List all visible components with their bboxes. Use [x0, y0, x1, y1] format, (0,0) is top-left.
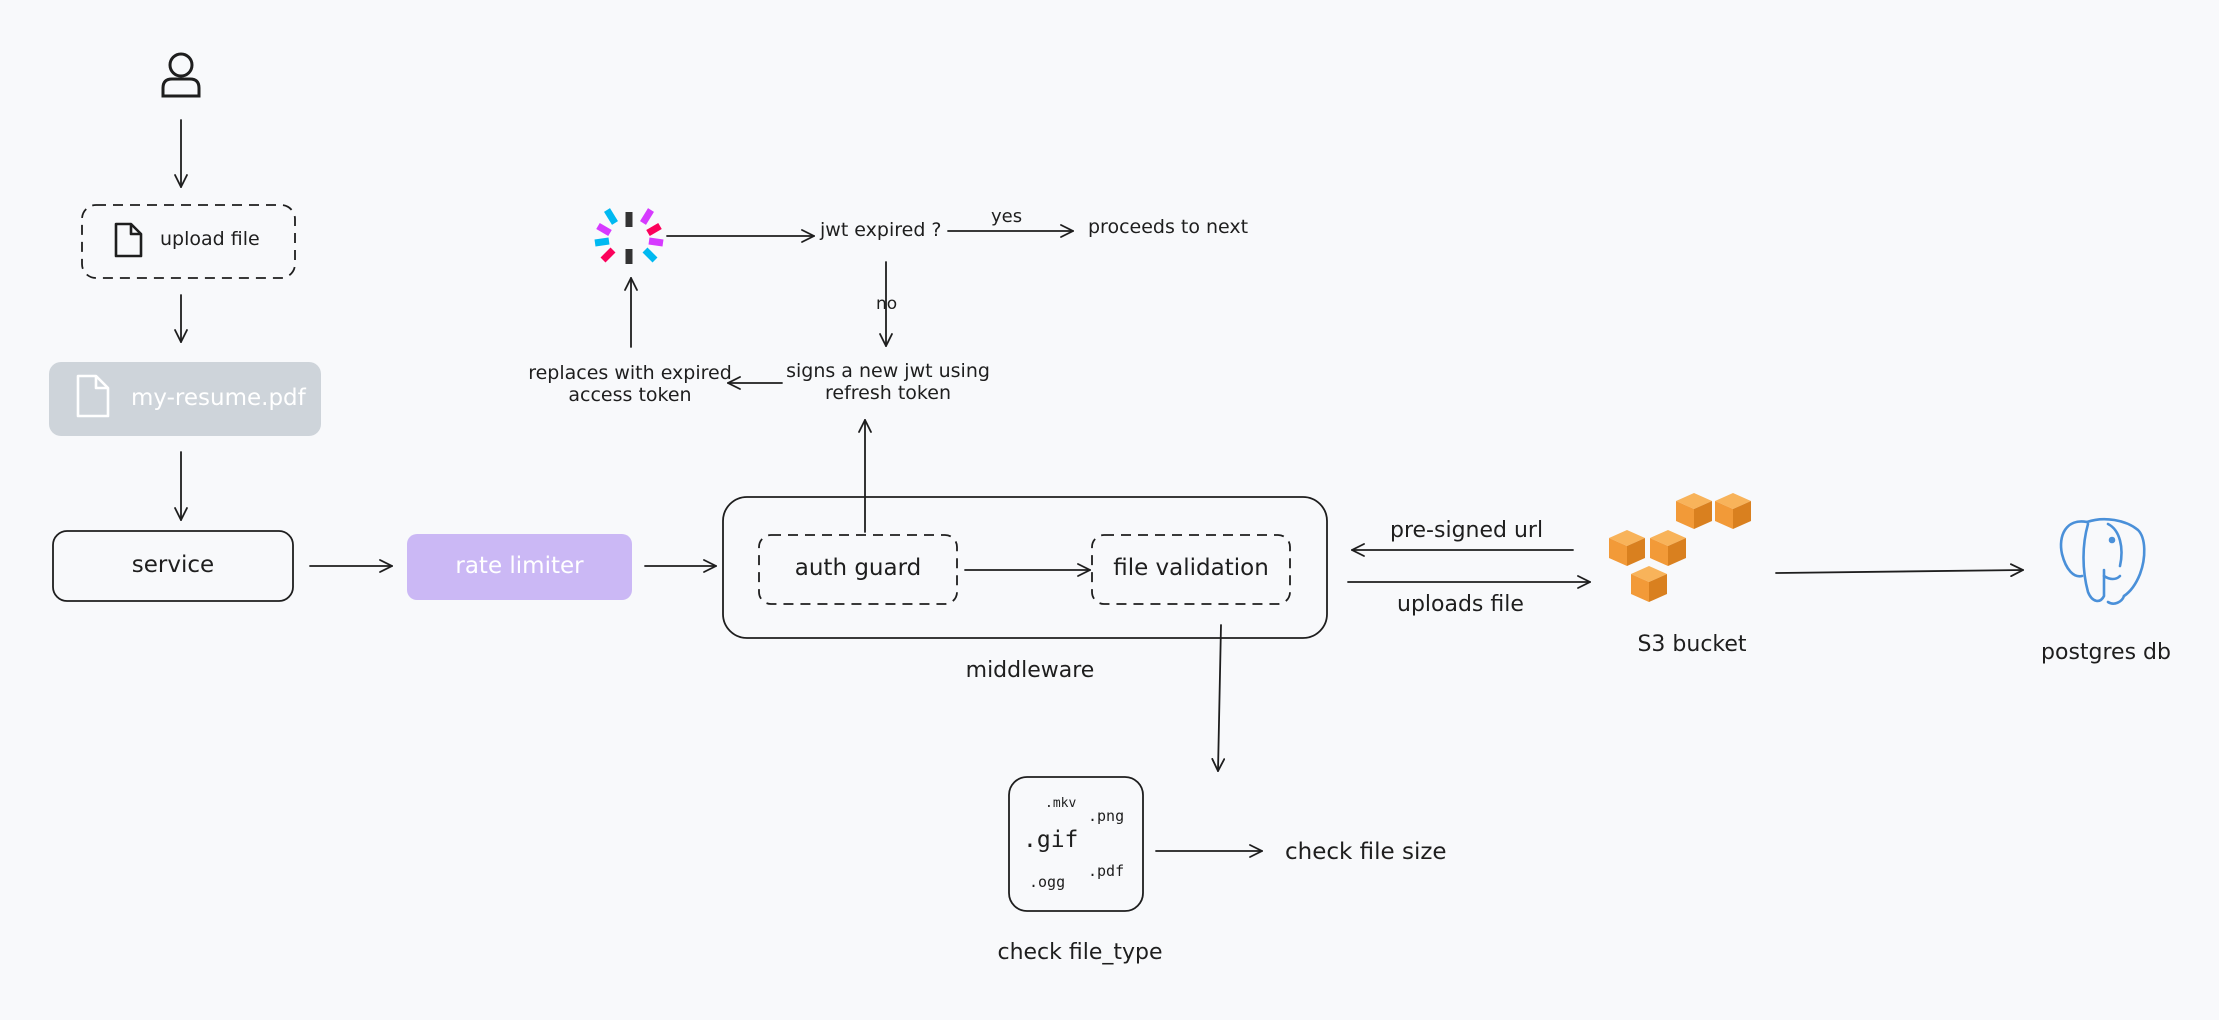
rate-limiter-label: rate limiter [455, 553, 584, 579]
file-validation-box[interactable] [1091, 534, 1291, 605]
document-icon [114, 222, 143, 258]
pre-signed-url-label: pre-signed url [1390, 518, 1544, 543]
uploads-file-label: uploads file [1397, 592, 1524, 617]
check-file-type-label: check file_type [997, 940, 1163, 965]
replaces-token-label-line2: access token [568, 384, 692, 406]
document-icon [76, 374, 110, 418]
jwt-expired-label: jwt expired ? [820, 219, 942, 241]
arrow-s3-postgres [1775, 570, 2023, 573]
connectors [181, 119, 2023, 851]
service-label: service [131, 552, 215, 578]
no-edge-label: no [876, 294, 898, 314]
service-box[interactable] [52, 530, 294, 602]
file-type-pdf: .pdf [1088, 862, 1125, 880]
middleware-label: middleware [965, 658, 1095, 683]
middleware-box[interactable] [722, 496, 1328, 639]
resume-file-box[interactable] [49, 362, 321, 436]
rate-limiter-box[interactable] [407, 534, 632, 600]
signs-jwt-label-line1: signs a new jwt using [786, 360, 990, 382]
signs-jwt-label-line2: refresh token [825, 382, 951, 404]
upload-file-box[interactable] [81, 204, 296, 279]
replaces-token-label-line1: replaces with expired [528, 362, 732, 384]
file-type-box[interactable] [1008, 776, 1144, 912]
auth-guard-label: auth guard [794, 555, 922, 581]
file-type-ogg: .ogg [1029, 873, 1066, 891]
s3-bucket-icon [1609, 493, 1751, 602]
file-type-png: .png [1088, 807, 1125, 825]
file-type-gif: .gif [1023, 827, 1079, 853]
jwt-logo-icon [594, 208, 664, 264]
upload-file-label: upload file [160, 228, 260, 250]
s3-bucket-label: S3 bucket [1637, 632, 1747, 657]
check-file-size-label: check file size [1285, 839, 1447, 865]
postgres-label: postgres db [2041, 640, 2171, 665]
resume-file-label: my-resume.pdf [131, 385, 306, 411]
user-icon [161, 52, 201, 98]
auth-guard-box[interactable] [758, 534, 958, 605]
postgres-icon [2059, 517, 2146, 605]
proceeds-label: proceeds to next [1088, 216, 1249, 238]
file-type-mkv: .mkv [1045, 796, 1077, 811]
file-validation-label: file validation [1113, 555, 1269, 581]
arrow-validation-filetype [1218, 624, 1221, 771]
yes-edge-label: yes [991, 206, 1023, 227]
